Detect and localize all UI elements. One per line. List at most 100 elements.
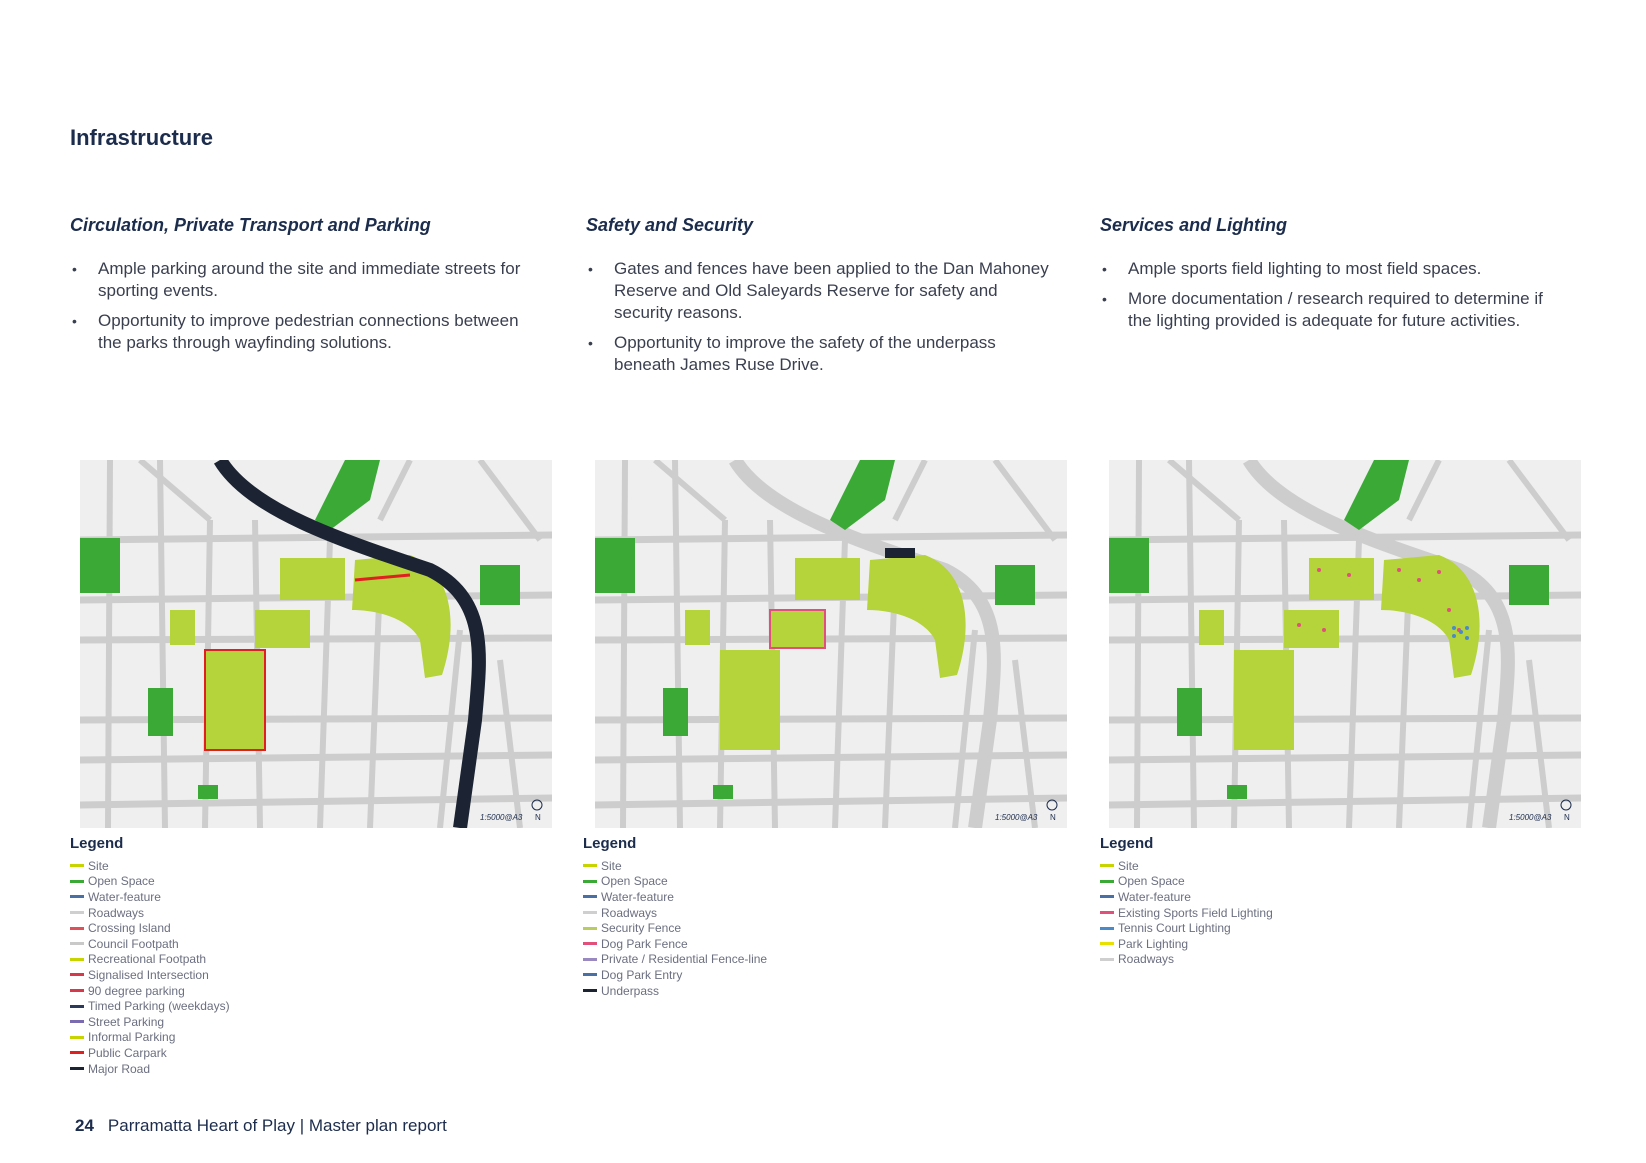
legend-label: Open Space: [1118, 874, 1185, 889]
legend-swatch: [1100, 957, 1114, 961]
street: [1396, 579, 1412, 828]
column-circulation: Circulation, Private Transport and Parki…: [70, 215, 540, 362]
open-space: [595, 538, 635, 593]
street: [595, 751, 1067, 764]
legend-item: Security Fence: [583, 920, 767, 936]
scale-label: 1:5000@A3: [1509, 813, 1552, 822]
legend-label: Roadways: [1118, 952, 1175, 967]
tennis-light: [1459, 630, 1463, 634]
legend-label: Water-feature: [601, 889, 674, 904]
legend-item: Underpass: [583, 983, 767, 999]
legend-label: 90 degree parking: [88, 983, 185, 998]
legend-item: Informal Parking: [70, 1030, 230, 1046]
bullet-item: Ample sports field lighting to most fiel…: [1102, 258, 1570, 280]
legend-swatch: [583, 926, 597, 930]
legend-item: Timed Parking (weekdays): [70, 998, 230, 1014]
north-arrow-icon: [1560, 799, 1572, 811]
legend-swatch: [70, 1004, 84, 1008]
legend-item: Existing Sports Field Lighting: [1100, 905, 1273, 921]
tennis-light: [1465, 636, 1469, 640]
bullet-item: Opportunity to improve the safety of the…: [588, 332, 1056, 376]
legend-item: Major Road: [70, 1061, 230, 1077]
legend-label: Tennis Court Lighting: [1118, 921, 1231, 936]
underpass: [885, 548, 915, 558]
street: [497, 659, 523, 828]
legend-label: Site: [601, 858, 622, 873]
legend-swatch: [70, 911, 84, 915]
street: [1012, 659, 1038, 828]
street: [1134, 460, 1142, 828]
dog-park-fence: [769, 609, 826, 649]
street: [80, 751, 552, 764]
legend-item: Open Space: [70, 874, 230, 890]
site-parcel: [352, 555, 451, 678]
street: [1167, 460, 1241, 523]
legend-item: Public Carpark: [70, 1045, 230, 1061]
sports-light: [1347, 573, 1351, 577]
open-space: [1109, 538, 1149, 593]
bullet-list: Ample sports field lighting to most fiel…: [1100, 258, 1570, 332]
legend-swatch: [1100, 895, 1114, 899]
sports-light: [1447, 608, 1451, 612]
north-arrow-icon: [1046, 799, 1058, 811]
parking: [354, 573, 411, 582]
site-parcel: [1234, 650, 1294, 750]
bullet-item: Ample parking around the site and immedi…: [72, 258, 540, 302]
bullet-item: Gates and fences have been applied to th…: [588, 258, 1056, 324]
legend-item: Park Lighting: [1100, 936, 1273, 952]
bullet-item: Opportunity to improve pedestrian connec…: [72, 310, 540, 354]
public-carpark: [204, 649, 266, 751]
north-arrow-label: N: [535, 813, 541, 822]
legend-item: Crossing Island: [70, 920, 230, 936]
tennis-light: [1465, 626, 1469, 630]
street: [1186, 460, 1197, 828]
legend-swatch: [1100, 864, 1114, 868]
tennis-light: [1452, 626, 1456, 630]
street: [437, 629, 463, 828]
street: [992, 460, 1058, 542]
legend-item: Open Space: [583, 874, 767, 890]
legend-label: Crossing Island: [88, 921, 171, 936]
street: [105, 460, 113, 828]
legend-label: Roadways: [88, 905, 145, 920]
site-parcel: [770, 610, 825, 648]
footer-text: Parramatta Heart of Play | Master plan r…: [107, 1116, 447, 1135]
legend-swatch: [70, 864, 84, 868]
legend-item: Roadways: [583, 905, 767, 921]
street: [952, 629, 978, 828]
legend-label: Underpass: [601, 983, 660, 998]
sports-light: [1297, 623, 1301, 627]
legend-label: Open Space: [601, 874, 668, 889]
street: [80, 794, 552, 809]
legend-label: Council Footpath: [88, 936, 179, 951]
legend-label: Timed Parking (weekdays): [88, 999, 230, 1014]
legend-label: Water-feature: [88, 889, 161, 904]
legend-swatch: [583, 879, 597, 883]
street: [1406, 460, 1442, 522]
legend-title: Legend: [1100, 835, 1154, 852]
legend-label: Dog Park Entry: [601, 967, 683, 982]
site-parcel: [685, 610, 710, 645]
major-road: [214, 460, 486, 828]
legend-swatch: [583, 864, 597, 868]
legend-item: Site: [1100, 858, 1273, 874]
site-parcel: [1199, 610, 1224, 645]
site-parcel: [255, 610, 310, 648]
legend-swatch: [70, 973, 84, 977]
legend-item: Site: [70, 858, 230, 874]
street: [1506, 460, 1572, 542]
page-title: Infrastructure: [70, 125, 214, 150]
site-parcel: [795, 558, 860, 600]
legend-item: Roadways: [70, 905, 230, 921]
legend-label: Security Fence: [601, 921, 682, 936]
legend-swatch: [583, 989, 597, 993]
scale-label: 1:5000@A3: [995, 813, 1038, 822]
bullet-list: Gates and fences have been applied to th…: [586, 258, 1056, 376]
legend-label: Park Lighting: [1118, 936, 1189, 951]
legend-item: Dog Park Entry: [583, 967, 767, 983]
